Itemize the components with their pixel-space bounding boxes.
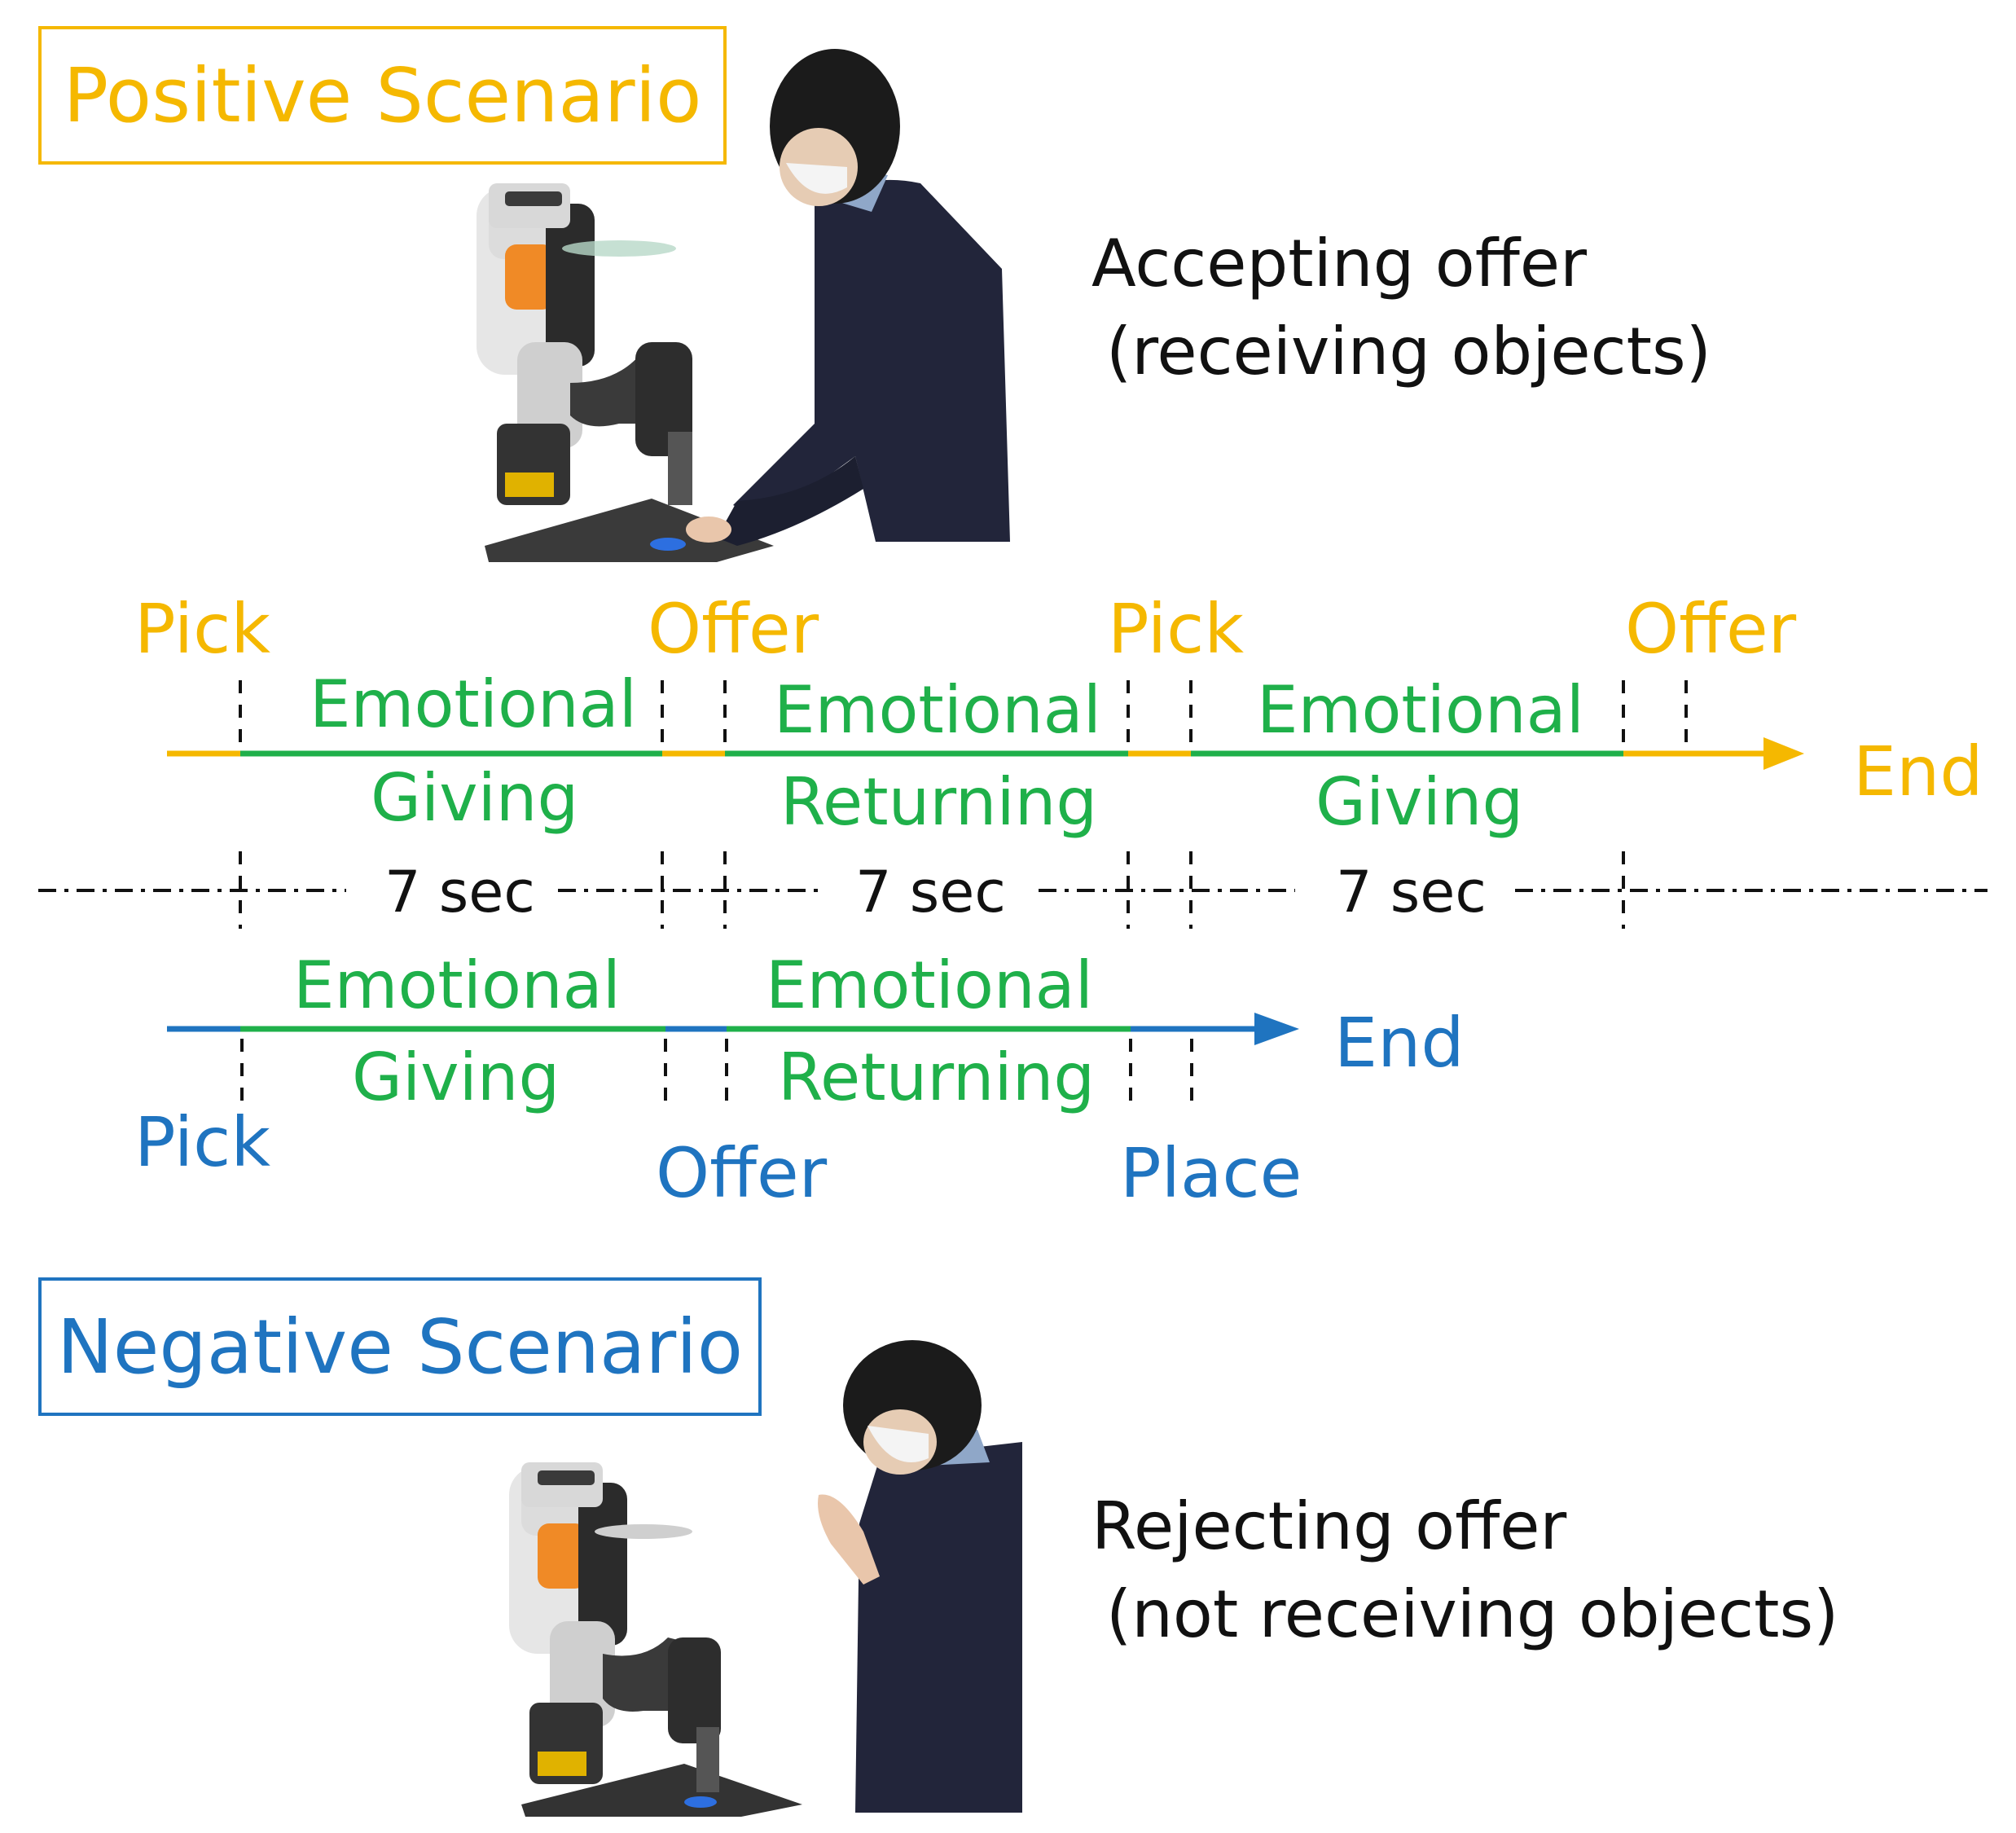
negative-description: Rejecting offer (not receiving objects) <box>1091 1483 1838 1659</box>
duration-1: 7 sec <box>384 859 535 925</box>
positive-scenario-title: Positive Scenario <box>63 51 702 139</box>
negative-phase-pick: Pick <box>134 1102 270 1182</box>
negative-segment-1-top: Emotional <box>293 947 621 1023</box>
negative-end-label: End <box>1334 1003 1465 1083</box>
positive-phase-offer-1: Offer <box>648 589 819 669</box>
positive-end-label: End <box>1853 732 1983 811</box>
negative-scenario-title: Negative Scenario <box>56 1303 744 1391</box>
negative-segment-2-bottom: Returning <box>778 1040 1096 1115</box>
negative-phase-offer: Offer <box>656 1133 828 1213</box>
positive-phase-pick-2: Pick <box>1108 589 1244 669</box>
negative-scenario-box: Negative Scenario <box>38 1277 762 1416</box>
positive-phase-pick-1: Pick <box>134 589 270 669</box>
negative-description-line1: Rejecting offer <box>1091 1488 1567 1564</box>
duration-3: 7 sec <box>1336 859 1487 925</box>
positive-phase-offer-2: Offer <box>1625 589 1797 669</box>
positive-scenario-box: Positive Scenario <box>38 26 727 165</box>
positive-segment-3-bottom: Giving <box>1315 764 1524 840</box>
positive-description-line2: (receiving objects) <box>1106 314 1711 389</box>
negative-end-arrow <box>1254 1013 1299 1045</box>
positive-segment-3-top: Emotional <box>1257 672 1584 748</box>
negative-description-line2: (not receiving objects) <box>1106 1576 1839 1652</box>
positive-segment-2-bottom: Returning <box>780 764 1098 840</box>
negative-segment-2-top: Emotional <box>766 947 1093 1023</box>
negative-phase-place: Place <box>1120 1133 1302 1213</box>
positive-segment-1-bottom: Giving <box>371 760 579 836</box>
positive-end-arrow <box>1763 737 1804 770</box>
positive-description: Accepting offer (receiving objects) <box>1091 220 1711 396</box>
negative-segment-1-bottom: Giving <box>352 1040 560 1115</box>
duration-2: 7 sec <box>855 859 1006 925</box>
positive-segment-2-top: Emotional <box>774 672 1101 748</box>
positive-description-line1: Accepting offer <box>1091 226 1587 301</box>
positive-segment-1-top: Emotional <box>310 666 637 742</box>
